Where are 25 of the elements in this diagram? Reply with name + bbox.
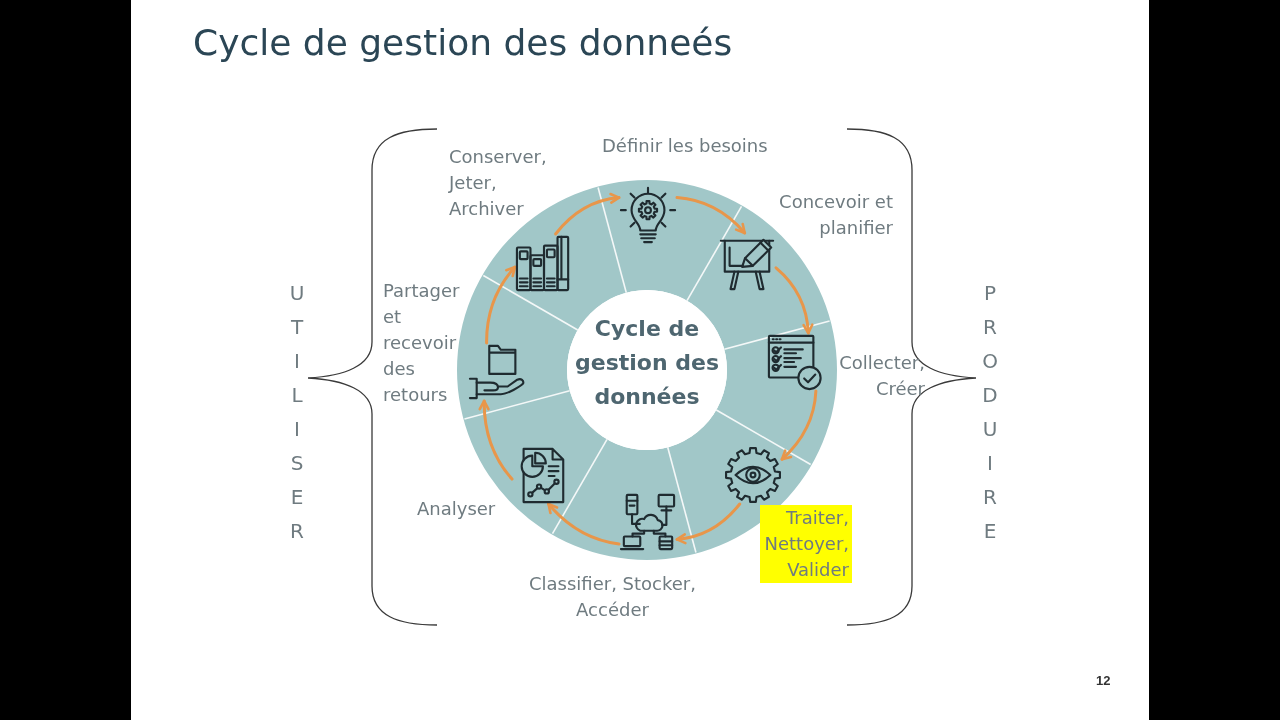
checklist-icon <box>766 333 824 391</box>
curved-arrow <box>554 193 621 236</box>
curved-arrow <box>774 266 814 335</box>
eye-gear-icon <box>724 446 782 504</box>
stage-label: Collecter, Créer <box>838 351 925 401</box>
stage-label: Partager et recevoir des retours <box>383 279 461 407</box>
stage-label: Conserver, Jeter, Archiver <box>449 145 548 221</box>
vertical-label: UTILISER <box>287 281 307 553</box>
lightbulb-gear-icon <box>619 186 677 244</box>
curved-arrow <box>485 265 517 345</box>
center-title: Cycle de gestion des données <box>574 315 720 411</box>
curved-arrow <box>675 502 742 545</box>
slide-title: Cycle de gestion des donneés <box>193 21 733 65</box>
highlighted-stage-label: Traiter, Nettoyer, Valider <box>760 505 852 583</box>
stage-label: Analyser <box>417 497 496 521</box>
page-number: 12 <box>1096 673 1111 688</box>
cloud-network-icon <box>619 493 677 551</box>
hand-folder-icon <box>468 343 526 401</box>
stage-label: Définir les besoins <box>602 134 768 158</box>
stage-label: Classifier, Stocker, Accéder <box>528 572 697 622</box>
curved-arrow <box>547 502 621 546</box>
curved-arrow <box>780 389 818 461</box>
stage-label: Concevoir et planifier <box>778 190 893 240</box>
curved-arrow <box>675 196 747 235</box>
vertical-label: PRODUIRE <box>980 281 1000 553</box>
